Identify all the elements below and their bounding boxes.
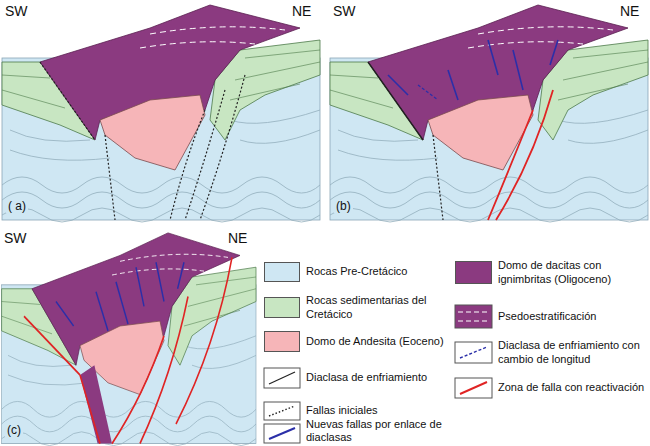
legend-swatch — [264, 262, 300, 282]
direction-label: SW — [333, 4, 356, 19]
legend-swatch — [264, 297, 300, 318]
direction-label: SW — [5, 4, 28, 19]
panel-label: ( a) — [6, 200, 28, 213]
legend-text: Rocas sedimentarias del Cretácico — [306, 294, 451, 320]
panel-b — [330, 5, 648, 222]
legend-text: Fallas iniciales — [306, 404, 451, 417]
direction-label: SW — [4, 231, 27, 246]
panel-label: (c) — [5, 424, 23, 437]
legend-text: Domo de Andesita (Eoceno) — [306, 335, 451, 348]
panel-label: (b) — [334, 200, 353, 213]
direction-label: NE — [292, 4, 311, 19]
legend-text: Diaclasa de enfriamiento con cambio de l… — [498, 339, 646, 365]
legend-text: Nuevas fallas por enlace de diaclasas — [306, 418, 451, 444]
legend-samples — [264, 305, 492, 443]
legend-swatch — [455, 261, 492, 284]
direction-label: NE — [620, 4, 639, 19]
legend-swatch — [264, 331, 300, 352]
panel-c — [2, 233, 256, 446]
legend-text: Zona de falla con reactivación — [498, 381, 646, 394]
legend-text: Domo de dacitas con ignimbritas (Oligoce… — [498, 259, 646, 285]
legend-text: Rocas Pre-Cretácico — [306, 265, 451, 278]
legend-text: Psedoestratificación — [498, 310, 646, 323]
legend-text: Diaclasa de enfriamiento — [306, 371, 451, 384]
direction-label: NE — [228, 231, 247, 246]
panel-a — [2, 5, 320, 222]
